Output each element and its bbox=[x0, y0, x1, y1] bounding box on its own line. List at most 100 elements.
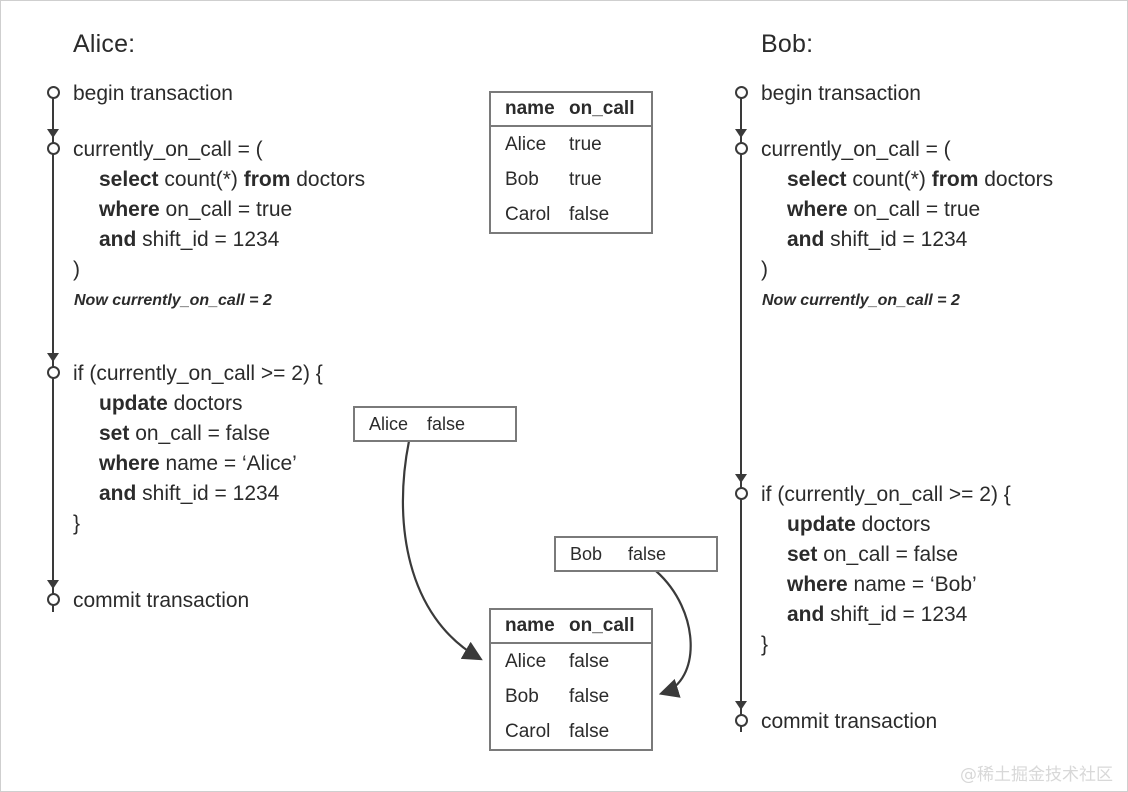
kw-where: where bbox=[99, 198, 160, 221]
timeline-node-bob-if[interactable] bbox=[735, 487, 748, 500]
table-header-row: name on_call bbox=[491, 93, 651, 127]
alice-set-rest: on_call = false bbox=[129, 422, 271, 445]
timeline-line-bob bbox=[740, 94, 742, 732]
table-row: Carol false bbox=[491, 714, 651, 749]
alice-where-rest: name = ‘Alice’ bbox=[159, 452, 297, 475]
column-header-name: name bbox=[505, 615, 555, 636]
timeline-node-alice-select[interactable] bbox=[47, 142, 60, 155]
arrow-bob-write bbox=[655, 570, 692, 698]
column-header-name: name bbox=[505, 98, 555, 119]
alice-step-begin: begin transaction bbox=[73, 79, 233, 109]
cell-name: Carol bbox=[505, 720, 551, 742]
message-value: false bbox=[628, 543, 667, 564]
alice-commit-text: commit transaction bbox=[73, 589, 250, 612]
bob-select-rest-1: count(*) bbox=[846, 168, 932, 191]
bob-close-brace: } bbox=[761, 633, 769, 656]
kw-where-b: where bbox=[787, 198, 848, 221]
bob-commit-text: commit transaction bbox=[761, 710, 938, 733]
cell-on-call: true bbox=[569, 133, 602, 155]
alice-update-rest: doctors bbox=[167, 392, 243, 415]
alice-select-line-3: where on_call = true bbox=[73, 195, 365, 225]
timeline-node-bob-select[interactable] bbox=[735, 142, 748, 155]
alice-select-close: ) bbox=[73, 258, 80, 281]
timeline-node-alice-if[interactable] bbox=[47, 366, 60, 379]
cell-on-call: false bbox=[569, 720, 610, 742]
kw-from-b: from bbox=[931, 168, 979, 191]
alice-and-line: and shift_id = 1234 bbox=[73, 479, 323, 509]
bob-where-line: where name = ‘Bob’ bbox=[761, 570, 1011, 600]
kw-select-b: select bbox=[787, 168, 847, 191]
bob-and-rest: shift_id = 1234 bbox=[824, 603, 968, 626]
cell-on-call: false bbox=[569, 203, 610, 225]
timeline-arrow-alice-3 bbox=[47, 580, 59, 589]
alice-set-line: set on_call = false bbox=[73, 419, 323, 449]
table-row: Alice false bbox=[491, 644, 651, 679]
table-row: Bob false bbox=[491, 679, 651, 714]
alice-select-line-4: and shift_id = 1234 bbox=[73, 225, 365, 255]
cell-name: Alice bbox=[505, 133, 547, 155]
alice-close-brace: } bbox=[73, 512, 81, 535]
message-name: Alice bbox=[369, 413, 409, 434]
watermark: @稀土掘金技术社区 bbox=[960, 765, 1113, 785]
bob-step-commit: commit transaction bbox=[761, 707, 937, 737]
bob-select-line-3: where on_call = true bbox=[761, 195, 1053, 225]
timeline-node-bob-begin[interactable] bbox=[735, 86, 748, 99]
kw-update: update bbox=[99, 392, 168, 415]
bob-if-line: if (currently_on_call >= 2) { bbox=[761, 483, 1011, 506]
table-header-row: name on_call bbox=[491, 610, 651, 644]
bob-select-line-1: currently_on_call = ( bbox=[761, 138, 951, 161]
alice-begin-text: begin transaction bbox=[73, 82, 233, 105]
timeline-arrow-alice-2 bbox=[47, 353, 59, 362]
alice-step-commit: commit transaction bbox=[73, 586, 249, 616]
bob-set-line: set on_call = false bbox=[761, 540, 1011, 570]
kw-and-b: and bbox=[787, 228, 825, 251]
kw-where-b2: where bbox=[787, 573, 848, 596]
alice-update-line: update doctors bbox=[73, 389, 323, 419]
bob-where-rest: name = ‘Bob’ bbox=[847, 573, 977, 596]
column-header-on-call: on_call bbox=[569, 98, 635, 119]
kw-from: from bbox=[243, 168, 291, 191]
timeline-node-bob-commit[interactable] bbox=[735, 714, 748, 727]
message-name: Bob bbox=[570, 543, 603, 564]
arrow-alice-write bbox=[401, 440, 483, 661]
alice-if-line: if (currently_on_call >= 2) { bbox=[73, 362, 323, 385]
table-row: Carol false bbox=[491, 197, 651, 232]
message-box-bob-write: Bob false bbox=[554, 536, 718, 572]
bob-update-rest: doctors bbox=[855, 513, 931, 536]
cell-name: Bob bbox=[505, 685, 539, 707]
table-doctors-after: name on_call Alice false Bob false Carol… bbox=[489, 608, 653, 751]
alice-select-line-2: select count(*) from doctors bbox=[73, 165, 365, 195]
cell-name: Carol bbox=[505, 203, 551, 225]
alice-where-line: where name = ‘Alice’ bbox=[73, 449, 323, 479]
bob-begin-text: begin transaction bbox=[761, 82, 921, 105]
alice-step-if: if (currently_on_call >= 2) { update doc… bbox=[73, 359, 323, 539]
bob-select-line-4: and shift_id = 1234 bbox=[761, 225, 1053, 255]
bob-set-rest: on_call = false bbox=[817, 543, 959, 566]
table-row: Bob true bbox=[491, 162, 651, 197]
cell-on-call: false bbox=[569, 650, 610, 672]
timeline-node-alice-commit[interactable] bbox=[47, 593, 60, 606]
column-title-bob: Bob: bbox=[761, 30, 814, 58]
alice-select-rest-3: on_call = true bbox=[159, 198, 293, 221]
alice-and-rest: shift_id = 1234 bbox=[136, 482, 280, 505]
alice-select-rest-2: doctors bbox=[290, 168, 366, 191]
kw-where-2: where bbox=[99, 452, 160, 475]
bob-select-rest-2: doctors bbox=[978, 168, 1054, 191]
alice-select-line-1: currently_on_call = ( bbox=[73, 138, 263, 161]
kw-and-b2: and bbox=[787, 603, 825, 626]
bob-note: Now currently_on_call = 2 bbox=[762, 292, 960, 309]
message-value: false bbox=[427, 413, 466, 434]
kw-select: select bbox=[99, 168, 159, 191]
kw-and-2: and bbox=[99, 482, 137, 505]
alice-select-rest-1: count(*) bbox=[158, 168, 244, 191]
table-doctors-before: name on_call Alice true Bob true Carol f… bbox=[489, 91, 653, 234]
timeline-node-alice-begin[interactable] bbox=[47, 86, 60, 99]
column-title-alice: Alice: bbox=[73, 30, 136, 58]
cell-name: Bob bbox=[505, 168, 539, 190]
alice-select-rest-4: shift_id = 1234 bbox=[136, 228, 280, 251]
timeline-arrow-bob-3 bbox=[735, 701, 747, 710]
timeline-arrow-bob-1 bbox=[735, 129, 747, 138]
timeline-arrow-alice-1 bbox=[47, 129, 59, 138]
cell-on-call: false bbox=[569, 685, 610, 707]
